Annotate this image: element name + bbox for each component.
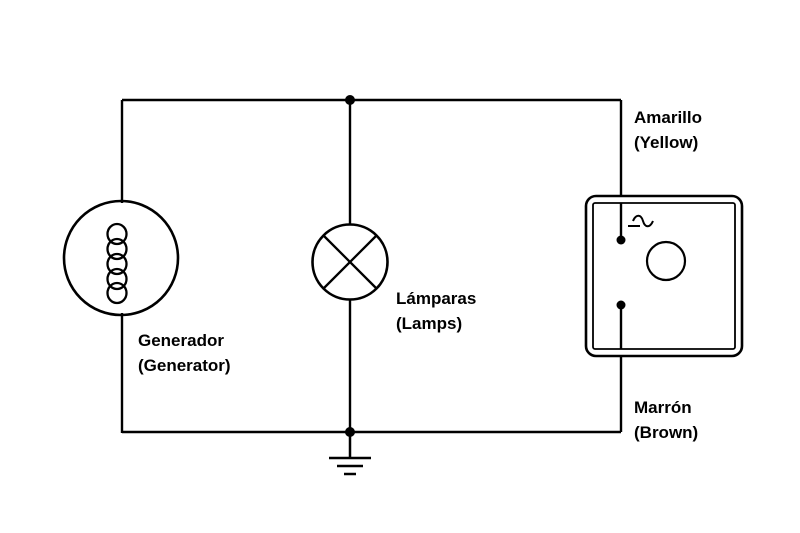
label-wire-brown: Marrón (Brown) xyxy=(634,395,698,445)
label-generator: Generador (Generator) xyxy=(138,328,231,378)
label-lamps: Lámparas (Lamps) xyxy=(396,286,476,336)
lamp-symbol xyxy=(311,223,389,301)
label-wire-yellow-en: (Yellow) xyxy=(634,133,699,152)
lamp-cross-icon xyxy=(322,234,378,290)
ac-wave-icon xyxy=(628,214,654,228)
regulator-terminal-dot-top xyxy=(616,235,626,245)
label-wire-yellow: Amarillo (Yellow) xyxy=(634,105,702,155)
label-wire-brown-es: Marrón xyxy=(634,398,692,417)
coil-icon xyxy=(106,222,128,305)
label-generator-en: (Generator) xyxy=(138,356,231,375)
regulator-box-inner xyxy=(592,202,736,350)
label-lamps-es: Lámparas xyxy=(396,289,477,308)
junction-dot-top xyxy=(345,95,355,105)
generator-symbol xyxy=(62,199,180,317)
label-wire-yellow-es: Amarillo xyxy=(634,108,703,127)
ground-icon xyxy=(329,432,371,476)
label-lamps-en: (Lamps) xyxy=(396,314,463,333)
label-generator-es: Generador xyxy=(138,331,224,350)
regulator-terminal-dot-bottom xyxy=(616,300,626,310)
label-wire-brown-en: (Brown) xyxy=(634,423,699,442)
regulator-box-outer xyxy=(584,194,744,358)
regulator-circle xyxy=(645,240,687,282)
